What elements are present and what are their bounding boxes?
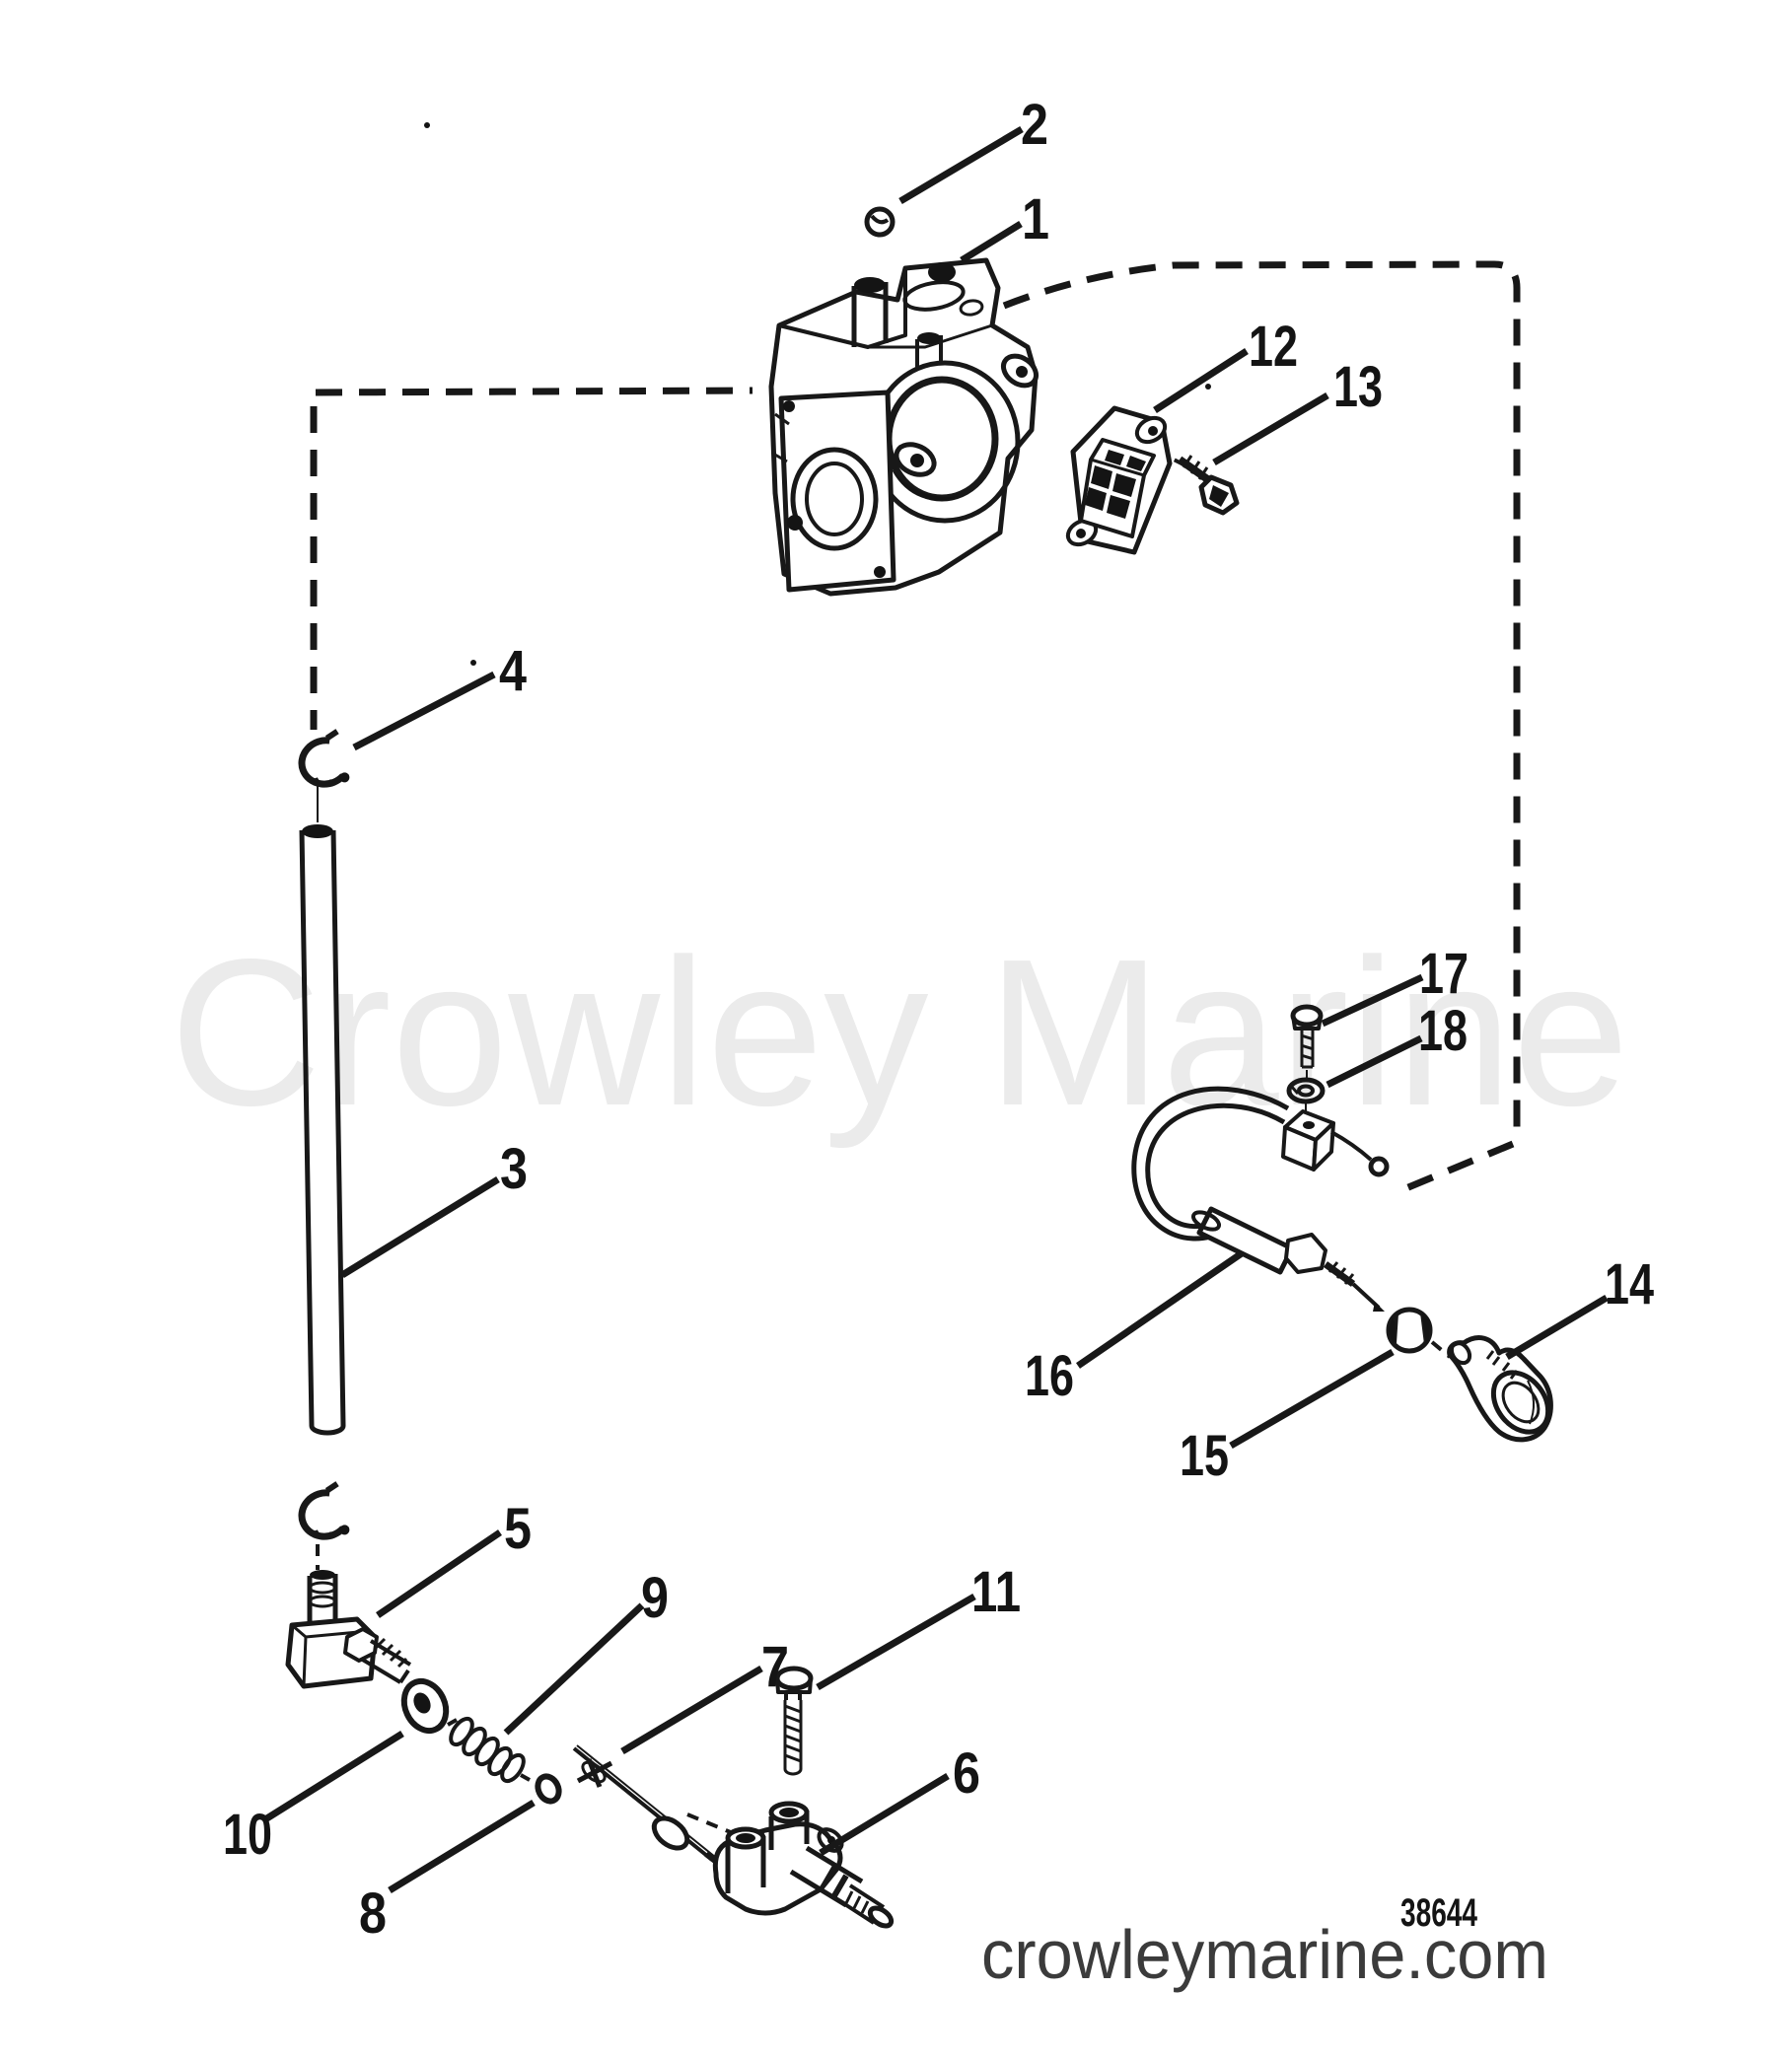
callout-label-8: 8	[359, 1882, 387, 1946]
watermark-text: Crowley Marine	[170, 915, 1629, 1149]
carburetor-assembly	[768, 257, 1039, 597]
leader-line-9	[503, 1602, 645, 1736]
fuel-tube	[299, 824, 346, 1436]
callout-label-11: 11	[971, 1560, 1021, 1624]
leader-line-11	[816, 1593, 976, 1691]
leader-line-8	[388, 1800, 536, 1893]
leader-line-13	[1212, 391, 1329, 466]
leader-line-7	[620, 1665, 763, 1755]
carburetor-pump-cover	[790, 447, 879, 551]
leader-line-6	[819, 1773, 950, 1856]
callout-label-16: 16	[1025, 1344, 1074, 1408]
dashed-axis-nut-knob	[1430, 1340, 1452, 1359]
cable-wire-ball-end	[1368, 1156, 1390, 1177]
leader-line-3	[340, 1176, 500, 1278]
leader-line-1	[960, 221, 1023, 263]
hose-clamp-upper	[298, 729, 350, 788]
dashed-line-right-route	[1002, 260, 1521, 1130]
carburetor-top-gasket-slot	[902, 280, 966, 312]
leader-line-12	[1153, 348, 1249, 413]
cable-clamp-screw	[1290, 1004, 1324, 1081]
callout-label-15: 15	[1180, 1424, 1229, 1488]
callout-label-9: 9	[641, 1566, 669, 1630]
diagram-number: 38644	[1400, 1891, 1478, 1935]
carburetor-top-screw	[864, 206, 896, 238]
leader-line-16	[1076, 1250, 1244, 1369]
site-name: crowleymarine.com	[981, 1916, 1548, 1993]
callout-label-7: 7	[761, 1635, 789, 1699]
hose-clamp-lower	[298, 1481, 350, 1540]
leader-line-5	[376, 1529, 502, 1618]
fuel-connector-body	[712, 1801, 895, 1929]
spring	[447, 1716, 531, 1784]
elbow-fitting	[285, 1570, 412, 1689]
leader-line-14	[1505, 1294, 1609, 1361]
callout-label-12: 12	[1249, 315, 1298, 379]
callout-label-6: 6	[953, 1741, 980, 1806]
needle-assembly	[572, 1744, 730, 1871]
knurled-nut	[1386, 1307, 1433, 1354]
callout-label-14: 14	[1605, 1252, 1654, 1316]
scan-specks	[424, 122, 1211, 666]
cable-adjuster-barrel	[1196, 1206, 1295, 1275]
callout-label-3: 3	[500, 1137, 528, 1201]
leader-line-10	[263, 1731, 404, 1822]
alignment-dashed-lines	[310, 260, 1521, 1837]
leader-line-18	[1326, 1034, 1423, 1089]
callout-label-17: 17	[1419, 942, 1469, 1006]
choke-knob	[1447, 1335, 1553, 1443]
leader-line-2	[898, 125, 1024, 205]
carburetor-stud	[851, 282, 889, 347]
o-ring	[535, 1773, 562, 1805]
leader-line-4	[352, 671, 496, 751]
choke-cable-assembly	[1131, 1086, 1390, 1312]
reed-block-bolt	[1177, 455, 1240, 516]
washer	[400, 1677, 450, 1735]
dashed-line-choke-diagonal	[1395, 1140, 1515, 1196]
leader-line-17	[1321, 973, 1424, 1028]
callout-label-10: 10	[223, 1803, 272, 1867]
hex-bolt	[774, 1666, 814, 1776]
dashed-line-left-horizontal	[315, 387, 753, 396]
callout-label-18: 18	[1418, 999, 1468, 1063]
callout-label-13: 13	[1333, 355, 1383, 419]
callout-label-4: 4	[499, 639, 527, 703]
callout-label-5: 5	[504, 1497, 532, 1561]
leader-line-15	[1229, 1348, 1395, 1450]
reed-block	[1065, 405, 1173, 555]
callout-label-2: 2	[1021, 93, 1048, 157]
callout-label-1: 1	[1022, 187, 1049, 251]
